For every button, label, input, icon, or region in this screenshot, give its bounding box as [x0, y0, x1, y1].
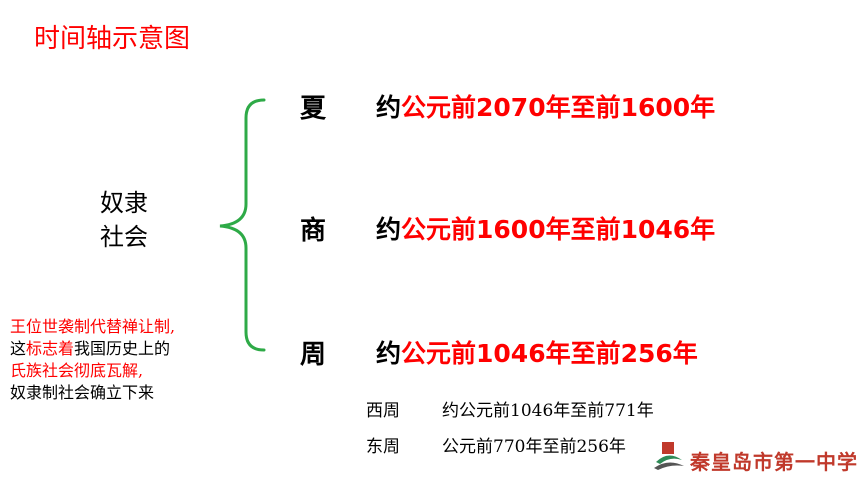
curly-bracket: [219, 98, 266, 352]
eastern-zhou-date: 公元前770年至前256年: [442, 437, 626, 457]
eastern-zhou-name: 东周: [366, 437, 400, 457]
explanatory-note: 王位世袭制代替禅让制, 这标志着我国历史上的 氏族社会彻底瓦解, 奴隶制社会确立…: [10, 316, 175, 404]
dynasty-zhou-date: 约公元前1046年至前256年: [376, 334, 698, 370]
school-logo-icon: [654, 442, 684, 470]
date-range: 公元前1600年至前1046年: [401, 215, 716, 244]
note-line-2: 这标志着我国历史上的: [10, 338, 175, 360]
western-zhou-date: 约公元前1046年至前771年: [442, 401, 654, 421]
note-highlight: 标志着: [26, 339, 75, 358]
dynasty-shang-name: 商: [300, 216, 327, 246]
note-line-1: 王位世袭制代替禅让制,: [10, 317, 176, 336]
note-line-4: 奴隶制社会确立下来: [10, 383, 155, 402]
note-text: 我国历史上的: [74, 339, 171, 358]
dynasty-xia-date: 约公元前2070年至前1600年: [376, 88, 715, 124]
date-prefix: 约: [376, 93, 402, 122]
date-range: 公元前2070年至前1600年: [401, 93, 716, 122]
category-label-line2: 社会: [100, 223, 148, 251]
page-title: 时间轴示意图: [34, 24, 191, 54]
school-name: 秦皇岛市第一中学: [690, 450, 858, 474]
dynasty-shang-date: 约公元前1600年至前1046年: [376, 210, 715, 246]
category-label-line1: 奴隶: [100, 189, 148, 217]
date-prefix: 约: [376, 215, 402, 244]
dynasty-zhou-name: 周: [300, 340, 327, 370]
western-zhou-name: 西周: [366, 401, 400, 421]
note-line-3: 氏族社会彻底瓦解,: [10, 361, 144, 380]
note-text: 这: [10, 339, 27, 358]
dynasty-xia-name: 夏: [300, 94, 327, 124]
date-prefix: 约: [376, 339, 402, 368]
date-range: 公元前1046年至前256年: [401, 339, 698, 368]
